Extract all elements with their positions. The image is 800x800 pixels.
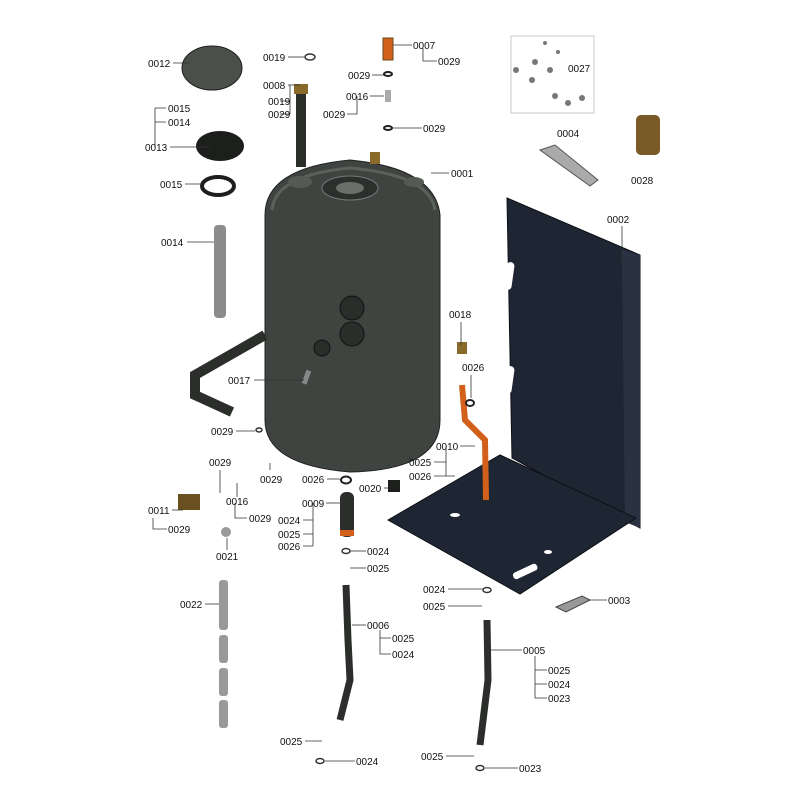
callout-0025: 0025 xyxy=(280,737,303,748)
callout-0024: 0024 xyxy=(423,585,446,596)
callout-0025: 0025 xyxy=(423,602,446,613)
callout-0011: 0011 xyxy=(148,506,170,517)
callout-0025: 0025 xyxy=(421,752,444,763)
callout-0001: 0001 xyxy=(451,169,474,180)
callout-0003: 0003 xyxy=(608,596,631,607)
callout-labels: 0012 0019 0007 0029 0029 0008 0019 0029 … xyxy=(145,41,654,775)
callout-0029: 0029 xyxy=(348,71,371,82)
callout-0008: 0008 xyxy=(263,81,286,92)
callout-0025: 0025 xyxy=(392,634,415,645)
callout-0024: 0024 xyxy=(392,650,415,661)
callout-0010: 0010 xyxy=(436,442,459,453)
callout-0029: 0029 xyxy=(323,110,346,121)
callout-0029: 0029 xyxy=(268,110,291,121)
callout-0026: 0026 xyxy=(302,475,325,486)
callout-0007: 0007 xyxy=(413,41,436,52)
callout-0014: 0014 xyxy=(161,238,184,249)
callout-0027: 0027 xyxy=(568,64,591,75)
callout-0002: 0002 xyxy=(607,215,630,226)
callout-0015: 0015 xyxy=(160,180,183,191)
callout-0005: 0005 xyxy=(523,646,546,657)
callout-0014: 0014 xyxy=(168,118,191,129)
callout-0021: 0021 xyxy=(216,552,239,563)
callout-0025: 0025 xyxy=(278,530,301,541)
callout-0004: 0004 xyxy=(557,129,580,140)
callout-0023: 0023 xyxy=(548,694,571,705)
callout-0023: 0023 xyxy=(519,764,542,775)
leader-lines xyxy=(152,44,623,769)
callout-0025: 0025 xyxy=(548,666,571,677)
frame-base-plate xyxy=(386,454,638,595)
callout-0020: 0020 xyxy=(359,484,382,495)
callout-0029: 0029 xyxy=(249,514,272,525)
callout-0026: 0026 xyxy=(278,542,301,553)
callout-0016: 0016 xyxy=(346,92,369,103)
callout-0016: 0016 xyxy=(226,497,249,508)
callout-0028: 0028 xyxy=(631,176,654,187)
frame-side xyxy=(622,250,640,528)
callout-0009: 0009 xyxy=(302,499,325,510)
cap-0012 xyxy=(181,45,243,91)
callout-0024: 0024 xyxy=(548,680,571,691)
callout-0015: 0015 xyxy=(168,104,191,115)
callout-0025: 0025 xyxy=(367,564,390,575)
callout-0006: 0006 xyxy=(367,621,390,632)
callout-0025: 0025 xyxy=(409,458,432,469)
flange-0013 xyxy=(196,131,244,161)
callout-0024: 0024 xyxy=(367,547,390,558)
callout-0013: 0013 xyxy=(145,143,168,154)
callout-0026: 0026 xyxy=(409,472,432,483)
callout-0019: 0019 xyxy=(263,53,286,64)
callout-0012: 0012 xyxy=(148,59,171,70)
parts-drawing xyxy=(178,35,660,772)
callout-0019: 0019 xyxy=(268,97,291,108)
tank-0001 xyxy=(264,152,441,473)
callout-0022: 0022 xyxy=(180,600,203,611)
callout-0029: 0029 xyxy=(438,57,461,68)
callout-0024: 0024 xyxy=(356,757,379,768)
callout-0029: 0029 xyxy=(209,458,232,469)
callout-0029: 0029 xyxy=(168,525,191,536)
callout-0026: 0026 xyxy=(462,363,485,374)
callout-0024: 0024 xyxy=(278,516,301,527)
callout-0029: 0029 xyxy=(260,475,283,486)
callout-0017: 0017 xyxy=(228,376,251,387)
callout-0029: 0029 xyxy=(211,427,234,438)
callout-0029: 0029 xyxy=(423,124,446,135)
callout-0018: 0018 xyxy=(449,310,472,321)
